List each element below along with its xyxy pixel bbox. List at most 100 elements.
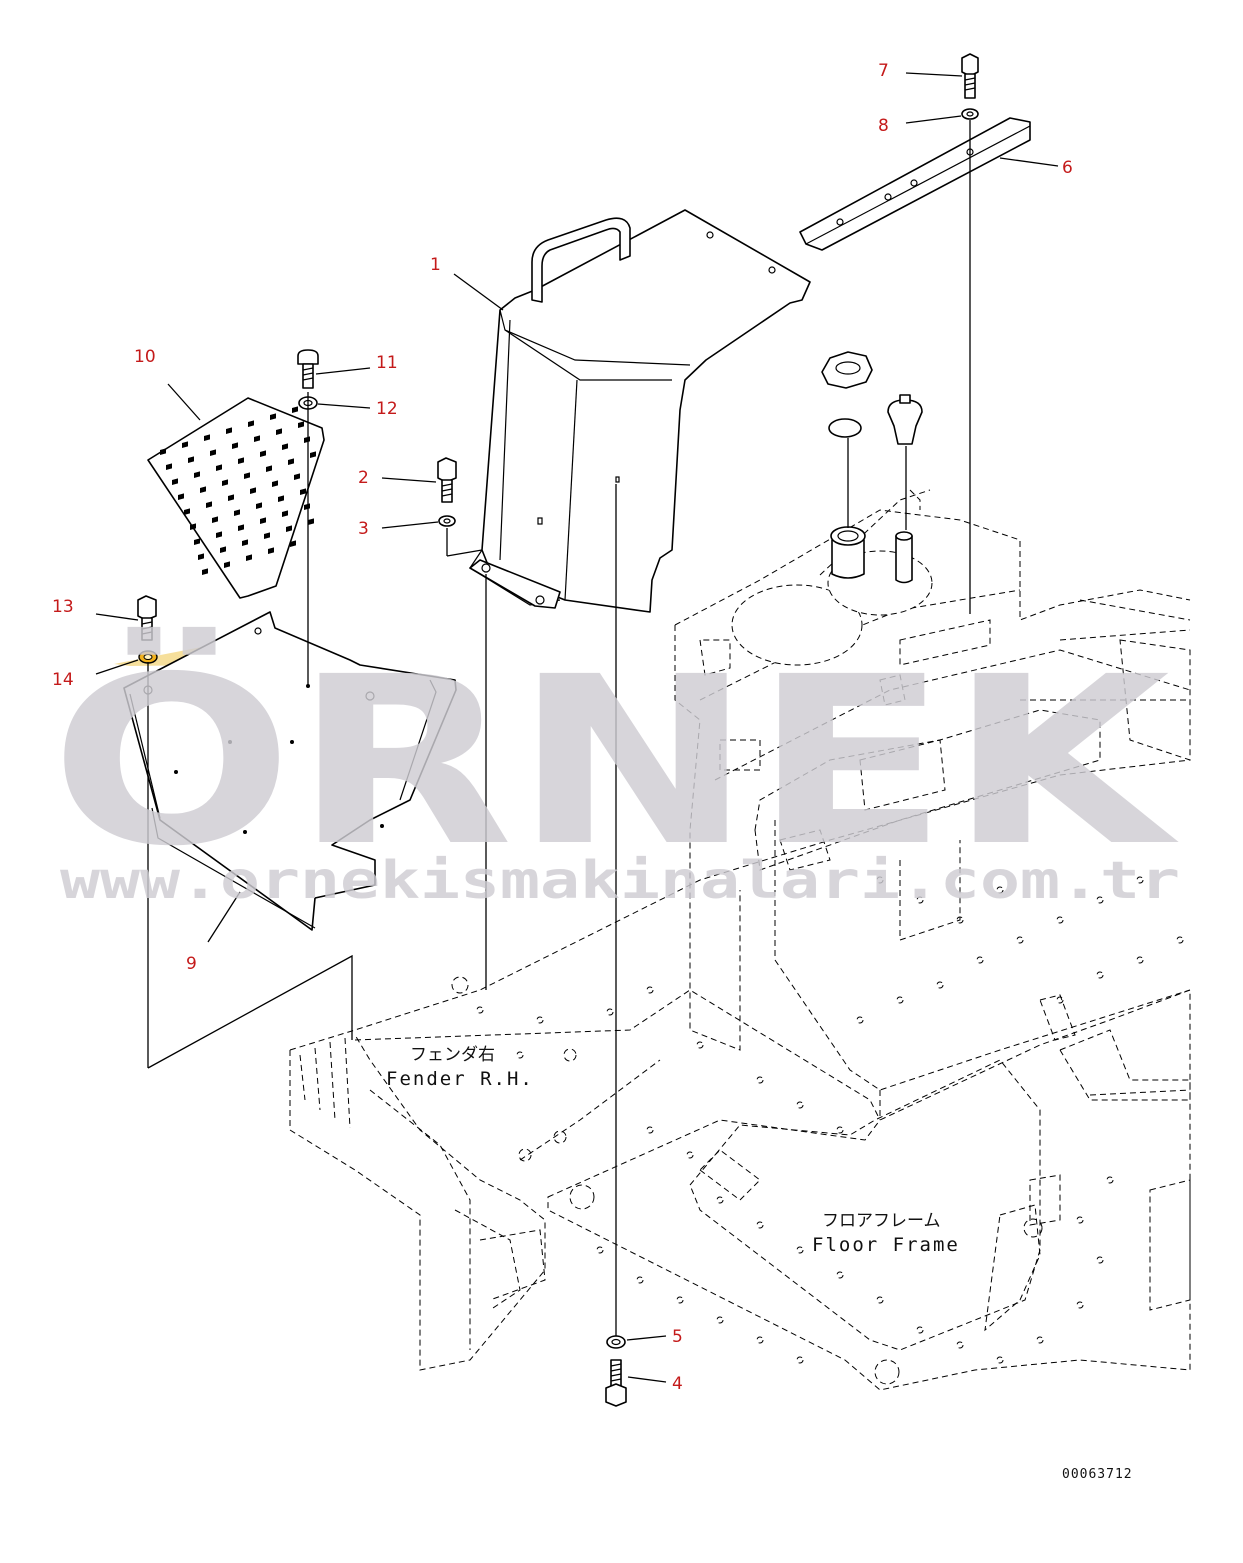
plate-slot (216, 531, 222, 538)
callout-14[interactable]: 14 (52, 670, 74, 690)
callout-10[interactable]: 10 (134, 347, 156, 367)
frame-hole (516, 1051, 524, 1059)
frame-hole (996, 886, 1004, 894)
frame-hole (796, 1101, 804, 1109)
plate-slot (228, 494, 234, 501)
frame-hole (716, 1316, 724, 1324)
plate-slot (308, 518, 314, 525)
frame-hole (596, 1246, 604, 1254)
frame-hole (686, 1151, 694, 1159)
plate-slot (288, 458, 294, 465)
plate-slot (224, 561, 230, 568)
plate-slot (260, 450, 266, 457)
floor-frame (547, 989, 1191, 1391)
bolt-part-4 (605, 1359, 627, 1407)
plate-slot (248, 420, 254, 427)
frame-hole (1036, 1336, 1044, 1344)
callout-4[interactable]: 4 (672, 1374, 683, 1394)
frame-hole (1106, 1176, 1114, 1184)
callout-9[interactable]: 9 (186, 954, 197, 974)
plate-slot (310, 451, 316, 458)
level-sensor (887, 394, 923, 445)
frame-hole (1136, 876, 1144, 884)
cover-part-1 (469, 209, 811, 613)
watermark-url: www.ornekismakinalari.com.tr (60, 851, 1180, 911)
callout-7[interactable]: 7 (878, 61, 889, 81)
plate-slot (256, 502, 262, 509)
plate-slot (182, 441, 188, 448)
callout-13[interactable]: 13 (52, 597, 74, 617)
frame-hole (916, 896, 924, 904)
plate-slot (206, 501, 212, 508)
bolt-part-2 (437, 457, 457, 503)
plate-slot (242, 539, 248, 546)
floor-label-en: Floor Frame (812, 1234, 960, 1256)
callout-8[interactable]: 8 (878, 116, 889, 136)
plate-slot (282, 443, 288, 450)
plate-slot (290, 540, 296, 547)
frame-hole (1176, 936, 1184, 944)
plate-slot (222, 479, 228, 486)
plate-slot (210, 449, 216, 456)
frame-hole (676, 1296, 684, 1304)
frame-hole (756, 1221, 764, 1229)
frame-hole (1016, 936, 1024, 944)
washer-part-5 (606, 1335, 626, 1349)
plate-slot (220, 546, 226, 553)
plate-slot (246, 554, 252, 561)
plate-slot (204, 434, 210, 441)
frame-hole (1076, 1216, 1084, 1224)
frame-hole (606, 1008, 614, 1016)
plate-slot (266, 465, 272, 472)
frame-hole (1096, 896, 1104, 904)
frame-hole (1056, 916, 1064, 924)
plate-slot (282, 510, 288, 517)
frame-hole (796, 1246, 804, 1254)
frame-hole (1076, 1301, 1084, 1309)
callout-1[interactable]: 1 (430, 255, 441, 275)
frame-hole (876, 1296, 884, 1304)
washer-part-8 (961, 108, 979, 120)
callout-3[interactable]: 3 (358, 519, 369, 539)
bolt-part-11 (297, 349, 319, 389)
plate-slot (234, 509, 240, 516)
frame-hole (856, 1016, 864, 1024)
frame-hole (646, 986, 654, 994)
callout-11[interactable]: 11 (376, 353, 398, 373)
fender-label-jp: フェンダ右 (410, 1045, 495, 1065)
plate-slot (178, 493, 184, 500)
frame-hole (476, 1006, 484, 1014)
frame-hole (916, 1326, 924, 1334)
frame-hole (956, 916, 964, 924)
plate-slot (166, 463, 172, 470)
callout-2[interactable]: 2 (358, 468, 369, 488)
plate-slot (270, 413, 276, 420)
callout-12[interactable]: 12 (376, 399, 398, 419)
frame-hole (536, 1016, 544, 1024)
plate-part-9 (123, 611, 457, 931)
plate-slot (160, 448, 166, 455)
callouts: 1 2 3 4 5 6 7 8 9 10 11 12 13 14 (52, 61, 1073, 1394)
frame-hole (876, 876, 884, 884)
frame-hole (646, 1126, 654, 1134)
callout-5[interactable]: 5 (672, 1327, 683, 1347)
plate-slot (194, 538, 200, 545)
plate-slot (286, 525, 292, 532)
bolt-part-7 (961, 53, 979, 99)
frame-hole (956, 1341, 964, 1349)
frame-hole (696, 1041, 704, 1049)
plate-slot (276, 428, 282, 435)
callout-6[interactable]: 6 (1062, 158, 1073, 178)
plate-slot (294, 473, 300, 480)
bolt-part-13 (137, 595, 157, 641)
frame-hole (976, 956, 984, 964)
frame-holes (476, 876, 1184, 1364)
plate-slot (200, 486, 206, 493)
frame-hole (756, 1076, 764, 1084)
tank-cap (821, 351, 873, 438)
assembly-lines (95, 72, 1059, 1383)
frame-hole (1096, 971, 1104, 979)
plate-slot (268, 547, 274, 554)
